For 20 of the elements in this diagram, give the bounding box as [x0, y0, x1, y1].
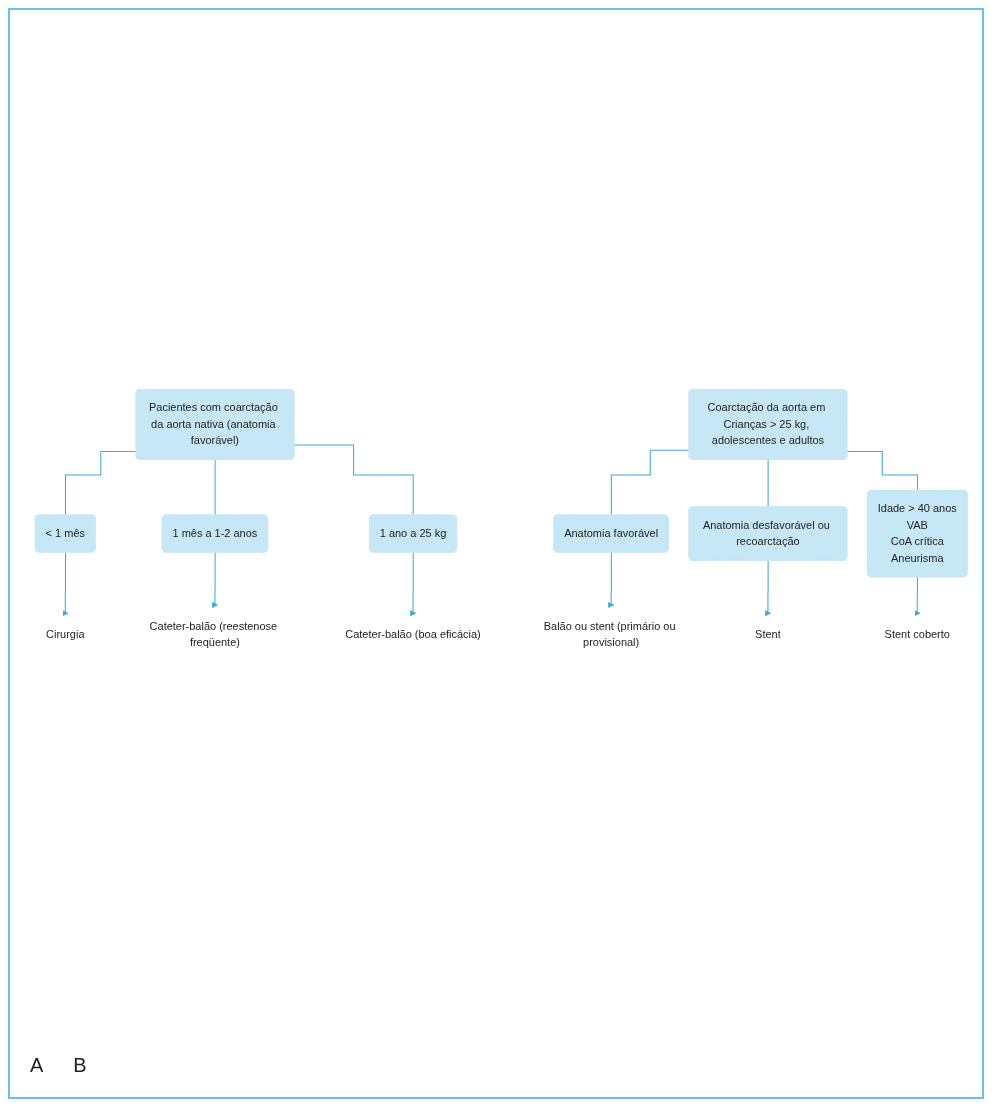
arrow [914, 576, 921, 616]
node-text: Balão ou stent (primário ou provisional) [543, 619, 676, 648]
connector [767, 458, 769, 508]
connector [610, 449, 690, 516]
arrow [62, 551, 69, 616]
connector [846, 450, 919, 491]
connector [64, 450, 137, 516]
arrow [764, 559, 771, 616]
connector [214, 458, 216, 516]
arrow [211, 551, 218, 608]
node-text: Cirurgia [46, 627, 85, 640]
panel-letter: B [73, 1054, 87, 1077]
arrow [608, 551, 615, 608]
connector [293, 444, 414, 516]
node-text: Cateter-balão (boa eficácia) [345, 627, 481, 640]
panel-letter: A [30, 1054, 44, 1077]
arrow [410, 551, 417, 616]
node-text: Stent coberto [884, 627, 950, 640]
node-text: Stent [755, 627, 781, 640]
node-text: Cateter-balão (reestenose freqüente) [149, 619, 278, 648]
